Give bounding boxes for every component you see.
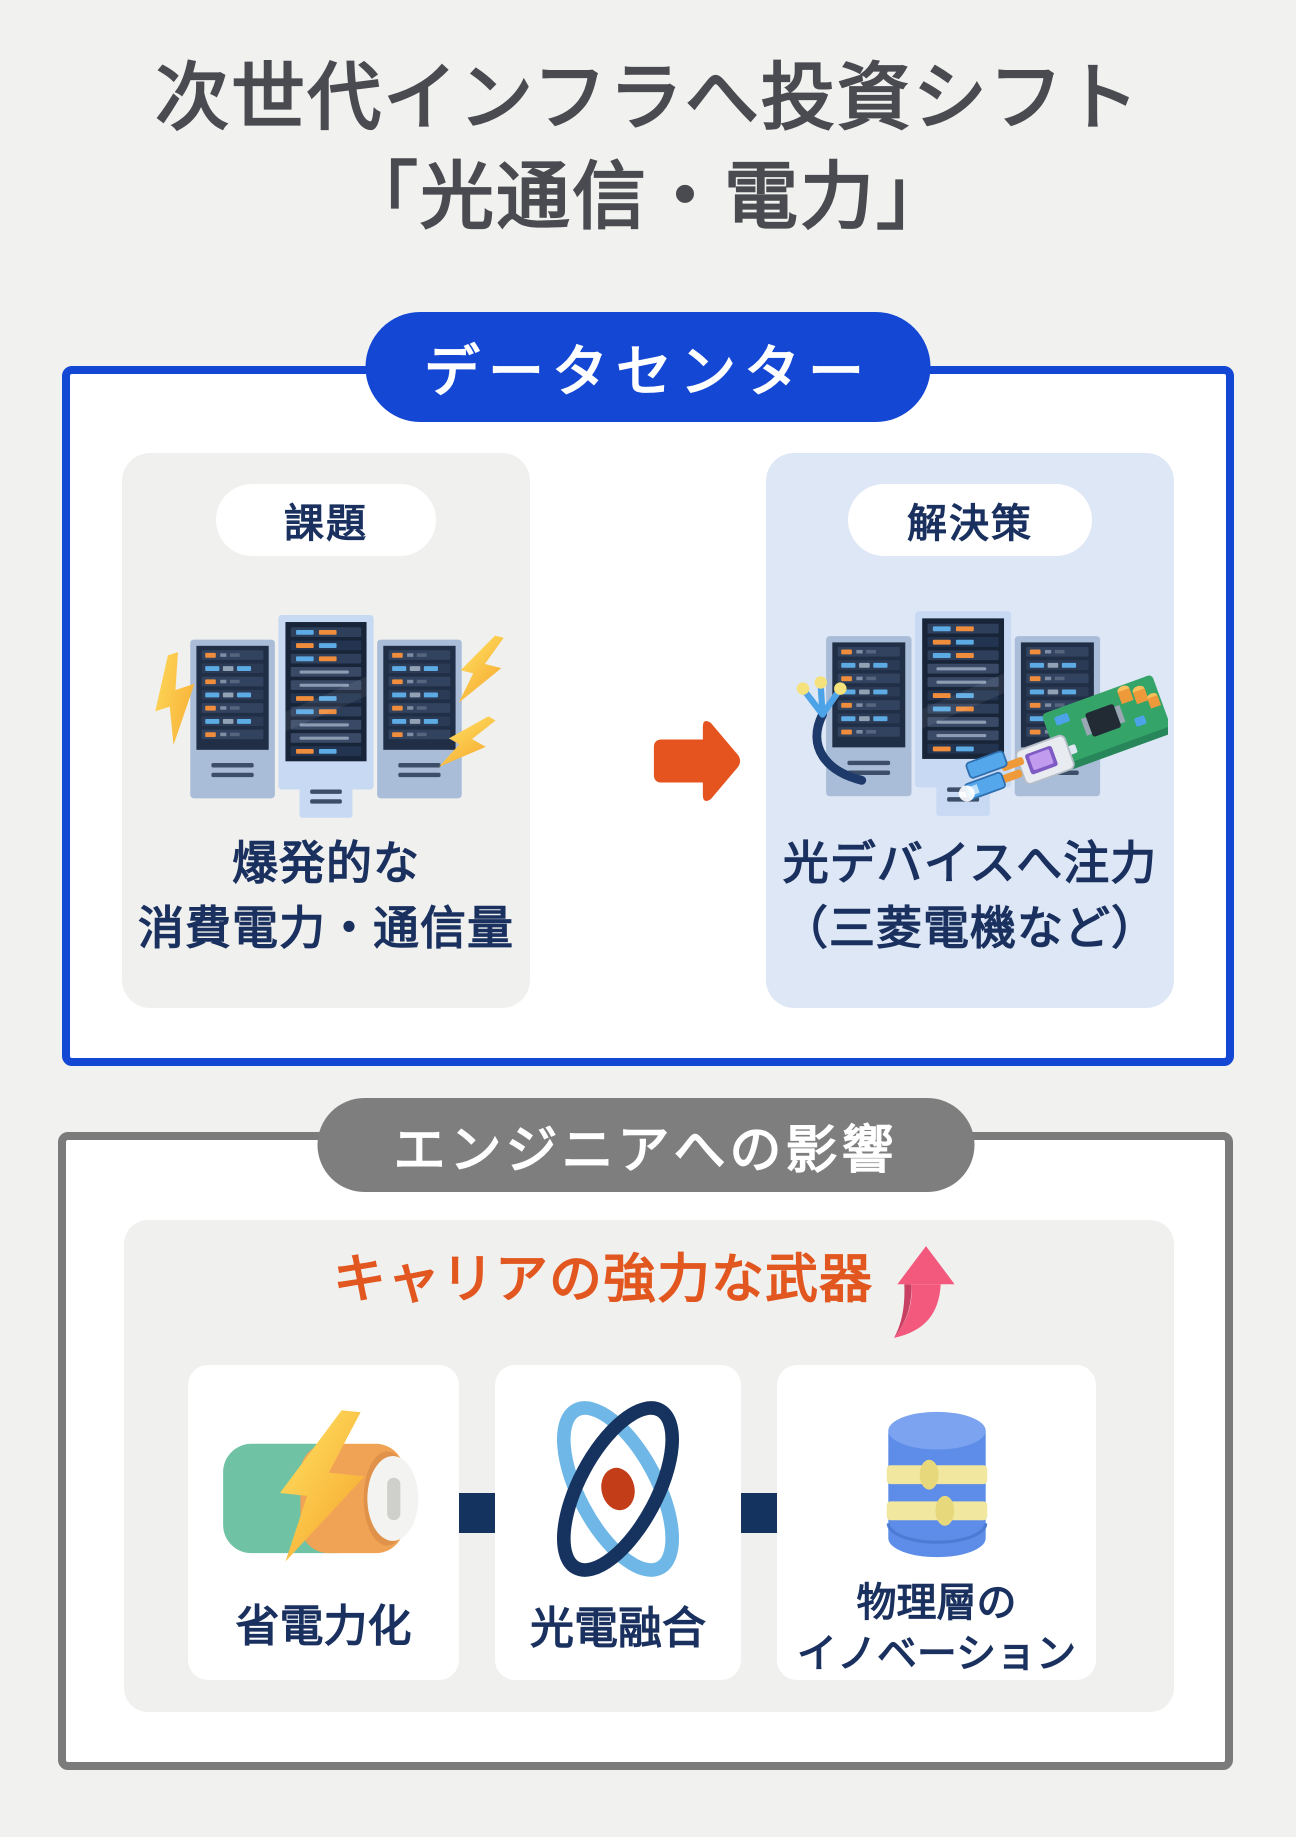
circuit-board-icon	[958, 675, 1168, 802]
atom-icon	[557, 1401, 679, 1577]
battery-bolt-icon	[222, 1410, 418, 1562]
items-row: 省電力化 光電融合	[188, 1365, 1096, 1680]
connector-block	[459, 1493, 495, 1533]
curved-up-arrow-icon	[893, 1246, 955, 1338]
item-label: 省電力化	[235, 1602, 412, 1651]
challenge-caption-line1: 爆発的な	[232, 837, 420, 889]
solution-caption: 光デバイスへ注力 （三菱電機など）	[766, 831, 1174, 962]
datacenter-header-pill: データセンター	[365, 312, 931, 422]
challenge-caption-line2: 消費電力・通信量	[138, 902, 514, 955]
arrow-right-icon	[653, 721, 741, 801]
connector-block	[741, 1493, 777, 1533]
server-rack-icon	[176, 585, 476, 823]
solution-card: 解決策	[766, 453, 1174, 1008]
item-label: 物理層の イノベーション	[796, 1580, 1077, 1676]
headline-row: キャリアの強力な武器	[124, 1246, 1174, 1340]
engineers-section: エンジニアへの影響 キャリアの強力な武器	[58, 1098, 1233, 1770]
item-card-optoelectronic: 光電融合	[495, 1365, 741, 1680]
solution-caption-line2: （三菱電機など）	[782, 902, 1158, 955]
item-card-physical-layer: 物理層の イノベーション	[777, 1365, 1096, 1680]
solution-caption-line1: 光デバイスへ注力	[782, 837, 1158, 889]
database-icon	[886, 1411, 987, 1558]
challenge-caption: 爆発的な 消費電力・通信量	[122, 831, 530, 962]
page-title: 次世代インフラへ投資シフト 「光通信・電力」	[0, 48, 1296, 246]
optical-device-server-icon	[796, 581, 1168, 839]
solution-badge: 解決策	[848, 484, 1092, 556]
page-title-line1: 次世代インフラへ投資シフト	[155, 56, 1141, 139]
datacenter-section: データセンター 課題 爆発的な 消費電力・通信量 解決策	[62, 312, 1234, 1066]
engineers-panel: キャリアの強力な武器	[124, 1220, 1174, 1712]
headline-text: キャリアの強力な武器	[333, 1250, 873, 1309]
engineers-header-pill: エンジニアへの影響	[317, 1098, 974, 1192]
page-title-line2: 「光通信・電力」	[344, 155, 952, 239]
challenge-badge: 課題	[216, 484, 436, 556]
item-card-power-saving: 省電力化	[188, 1365, 459, 1680]
challenge-card: 課題 爆発的な 消費電力・通信量	[122, 453, 530, 1008]
item-label: 光電融合	[530, 1604, 706, 1653]
fiber-optic-icon	[796, 676, 867, 785]
